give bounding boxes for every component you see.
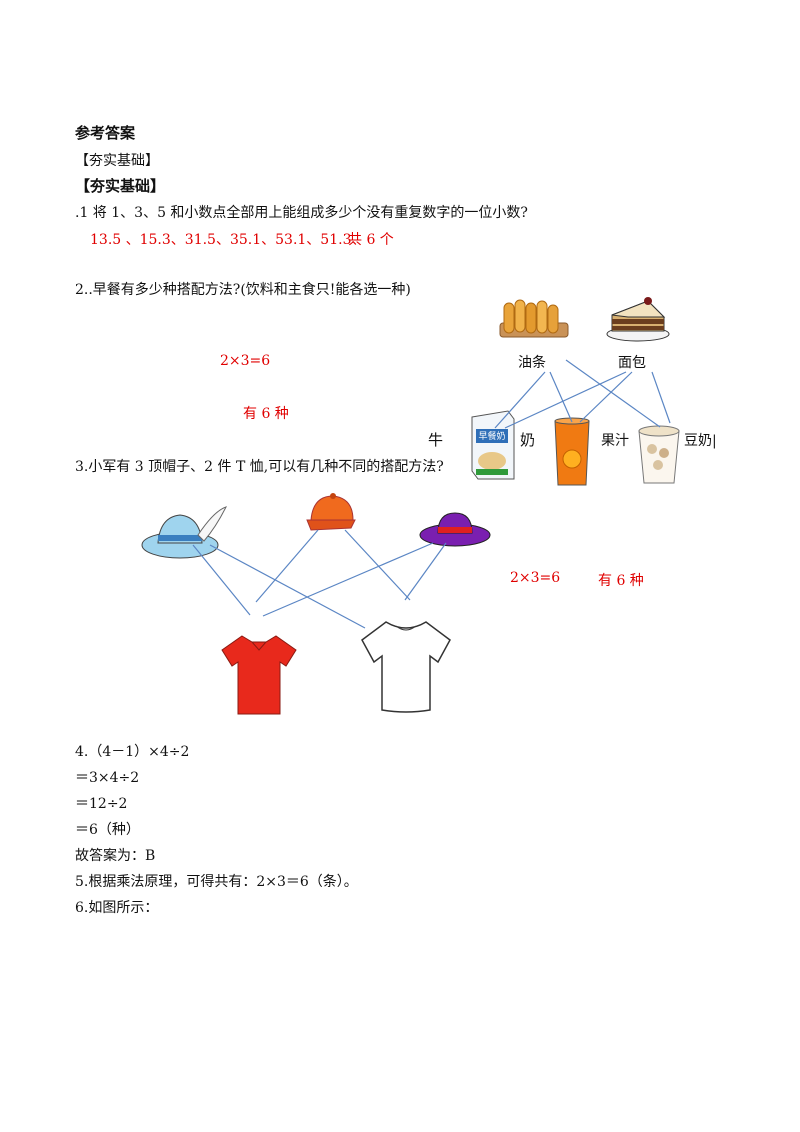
line-bread-juice <box>579 371 633 423</box>
purple-hat-icon <box>419 512 491 547</box>
q5-text: 5.根据乘法原理，可得共有：2×3＝6（条）。 <box>75 874 358 890</box>
page-title: 参考答案 <box>75 124 136 142</box>
q4-line-4: ＝6（种） <box>75 822 140 838</box>
q2-result: 有 6 种 <box>243 406 289 422</box>
q1-answer-list: 13.5 、15.3、31.5、35.1、53.1、51.3、 <box>90 232 366 248</box>
line-cap-white <box>344 529 411 601</box>
q3-result: 有 6 种 <box>598 573 644 589</box>
q4-answer: 故答案为：B <box>75 848 156 864</box>
youtiao-icon <box>499 299 569 338</box>
orange-cap-icon <box>306 493 356 531</box>
line-purple-red <box>262 542 434 617</box>
food-label-bread: 面包 <box>618 355 646 371</box>
drink-label-milk-right: 奶 <box>520 431 536 449</box>
milk-box-icon: 早餐奶 <box>471 410 515 480</box>
line-bread-soy <box>651 371 671 424</box>
blue-sun-hat-icon <box>141 506 227 559</box>
line-purple-white <box>404 542 447 601</box>
line-bluehat-white <box>209 544 366 629</box>
drink-label-soy: 豆奶| <box>684 433 717 449</box>
soy-milk-cup-icon <box>638 425 680 484</box>
q1-question: .1 将 1、3、5 和小数点全部用上能组成多少个没有重复数字的一位小数? <box>75 205 528 221</box>
q6-text: 6.如图所示： <box>75 900 159 916</box>
red-tshirt-icon <box>221 635 297 715</box>
q3-formula: 2×3=6 <box>510 570 561 586</box>
bread-cake-icon <box>606 297 670 342</box>
white-tshirt-icon <box>361 621 451 713</box>
drink-label-juice: 果汁 <box>601 433 629 449</box>
section-heading-bold: 【夯实基础】 <box>75 177 166 195</box>
orange-juice-icon <box>554 417 590 486</box>
q4-line-1: 4.（4－1）×4÷2 <box>75 744 190 760</box>
q1-answer-total: 共 6 个 <box>348 232 394 248</box>
svg-text:早餐奶: 早餐奶 <box>478 430 505 442</box>
q3-question: 3.小军有 3 顶帽子、2 件 T 恤,可以有几种不同的搭配方法? <box>75 459 444 475</box>
section-heading-small: 【夯实基础】 <box>75 153 159 169</box>
q2-formula: 2×3=6 <box>220 353 271 369</box>
line-cap-red <box>255 529 319 603</box>
q4-line-2: ＝3×4÷2 <box>75 770 140 786</box>
q2-question: 2..早餐有多少种搭配方法?(饮料和主食只!能各选一种) <box>75 282 411 298</box>
food-label-youtiao: 油条 <box>518 355 546 371</box>
line-youtiao-juice <box>549 371 573 423</box>
drink-label-milk-left: 牛 <box>428 431 444 449</box>
q4-line-3: ＝12÷2 <box>75 796 128 812</box>
